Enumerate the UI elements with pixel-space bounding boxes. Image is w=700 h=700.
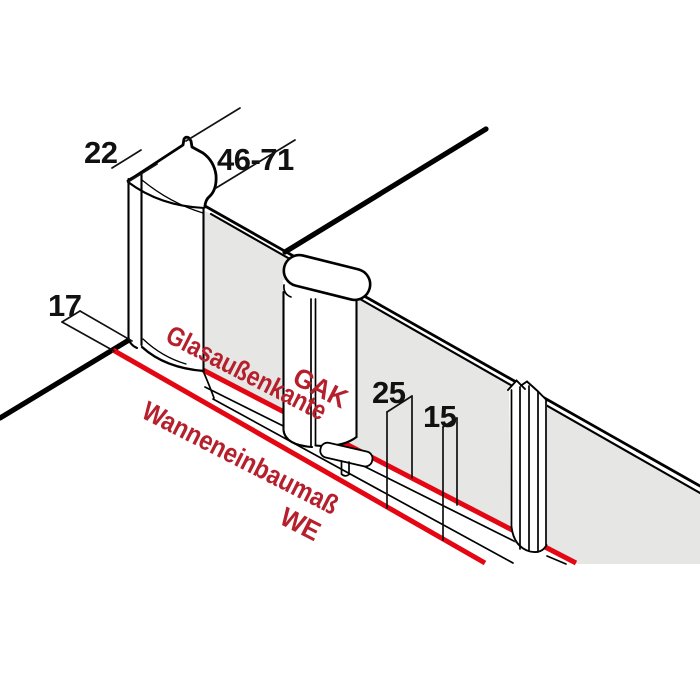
tub-installation-line [111, 347, 487, 566]
dimension-46-71-value: 46-71 [217, 142, 294, 177]
wall-profile-cap [126, 135, 218, 209]
dimension-15-value: 15 [423, 399, 457, 434]
dimension-22: 22 [84, 135, 158, 183]
dimension-22-value: 22 [84, 135, 117, 170]
dimension-25: 25 [372, 375, 413, 509]
hinge-foot-bracket [319, 441, 374, 468]
wall-line [0, 126, 489, 421]
dimension-17: 17 [48, 288, 133, 352]
wall-profile [126, 135, 218, 373]
hinge-foot-pin [340, 460, 350, 477]
connector-flutes [510, 385, 547, 553]
hinge-profile-body-lines [282, 290, 358, 449]
hinge-profile [282, 253, 374, 477]
bottom-rail-lines [203, 372, 567, 565]
dimension-46-71: 46-71 [185, 107, 296, 189]
dimension-17-value: 17 [48, 288, 81, 323]
dimension-15: 15 [423, 399, 458, 541]
dimension-25-value: 25 [372, 375, 406, 410]
hinge-profile-cap [282, 253, 372, 302]
connector-profile [507, 379, 548, 553]
connector-cap [507, 379, 548, 402]
